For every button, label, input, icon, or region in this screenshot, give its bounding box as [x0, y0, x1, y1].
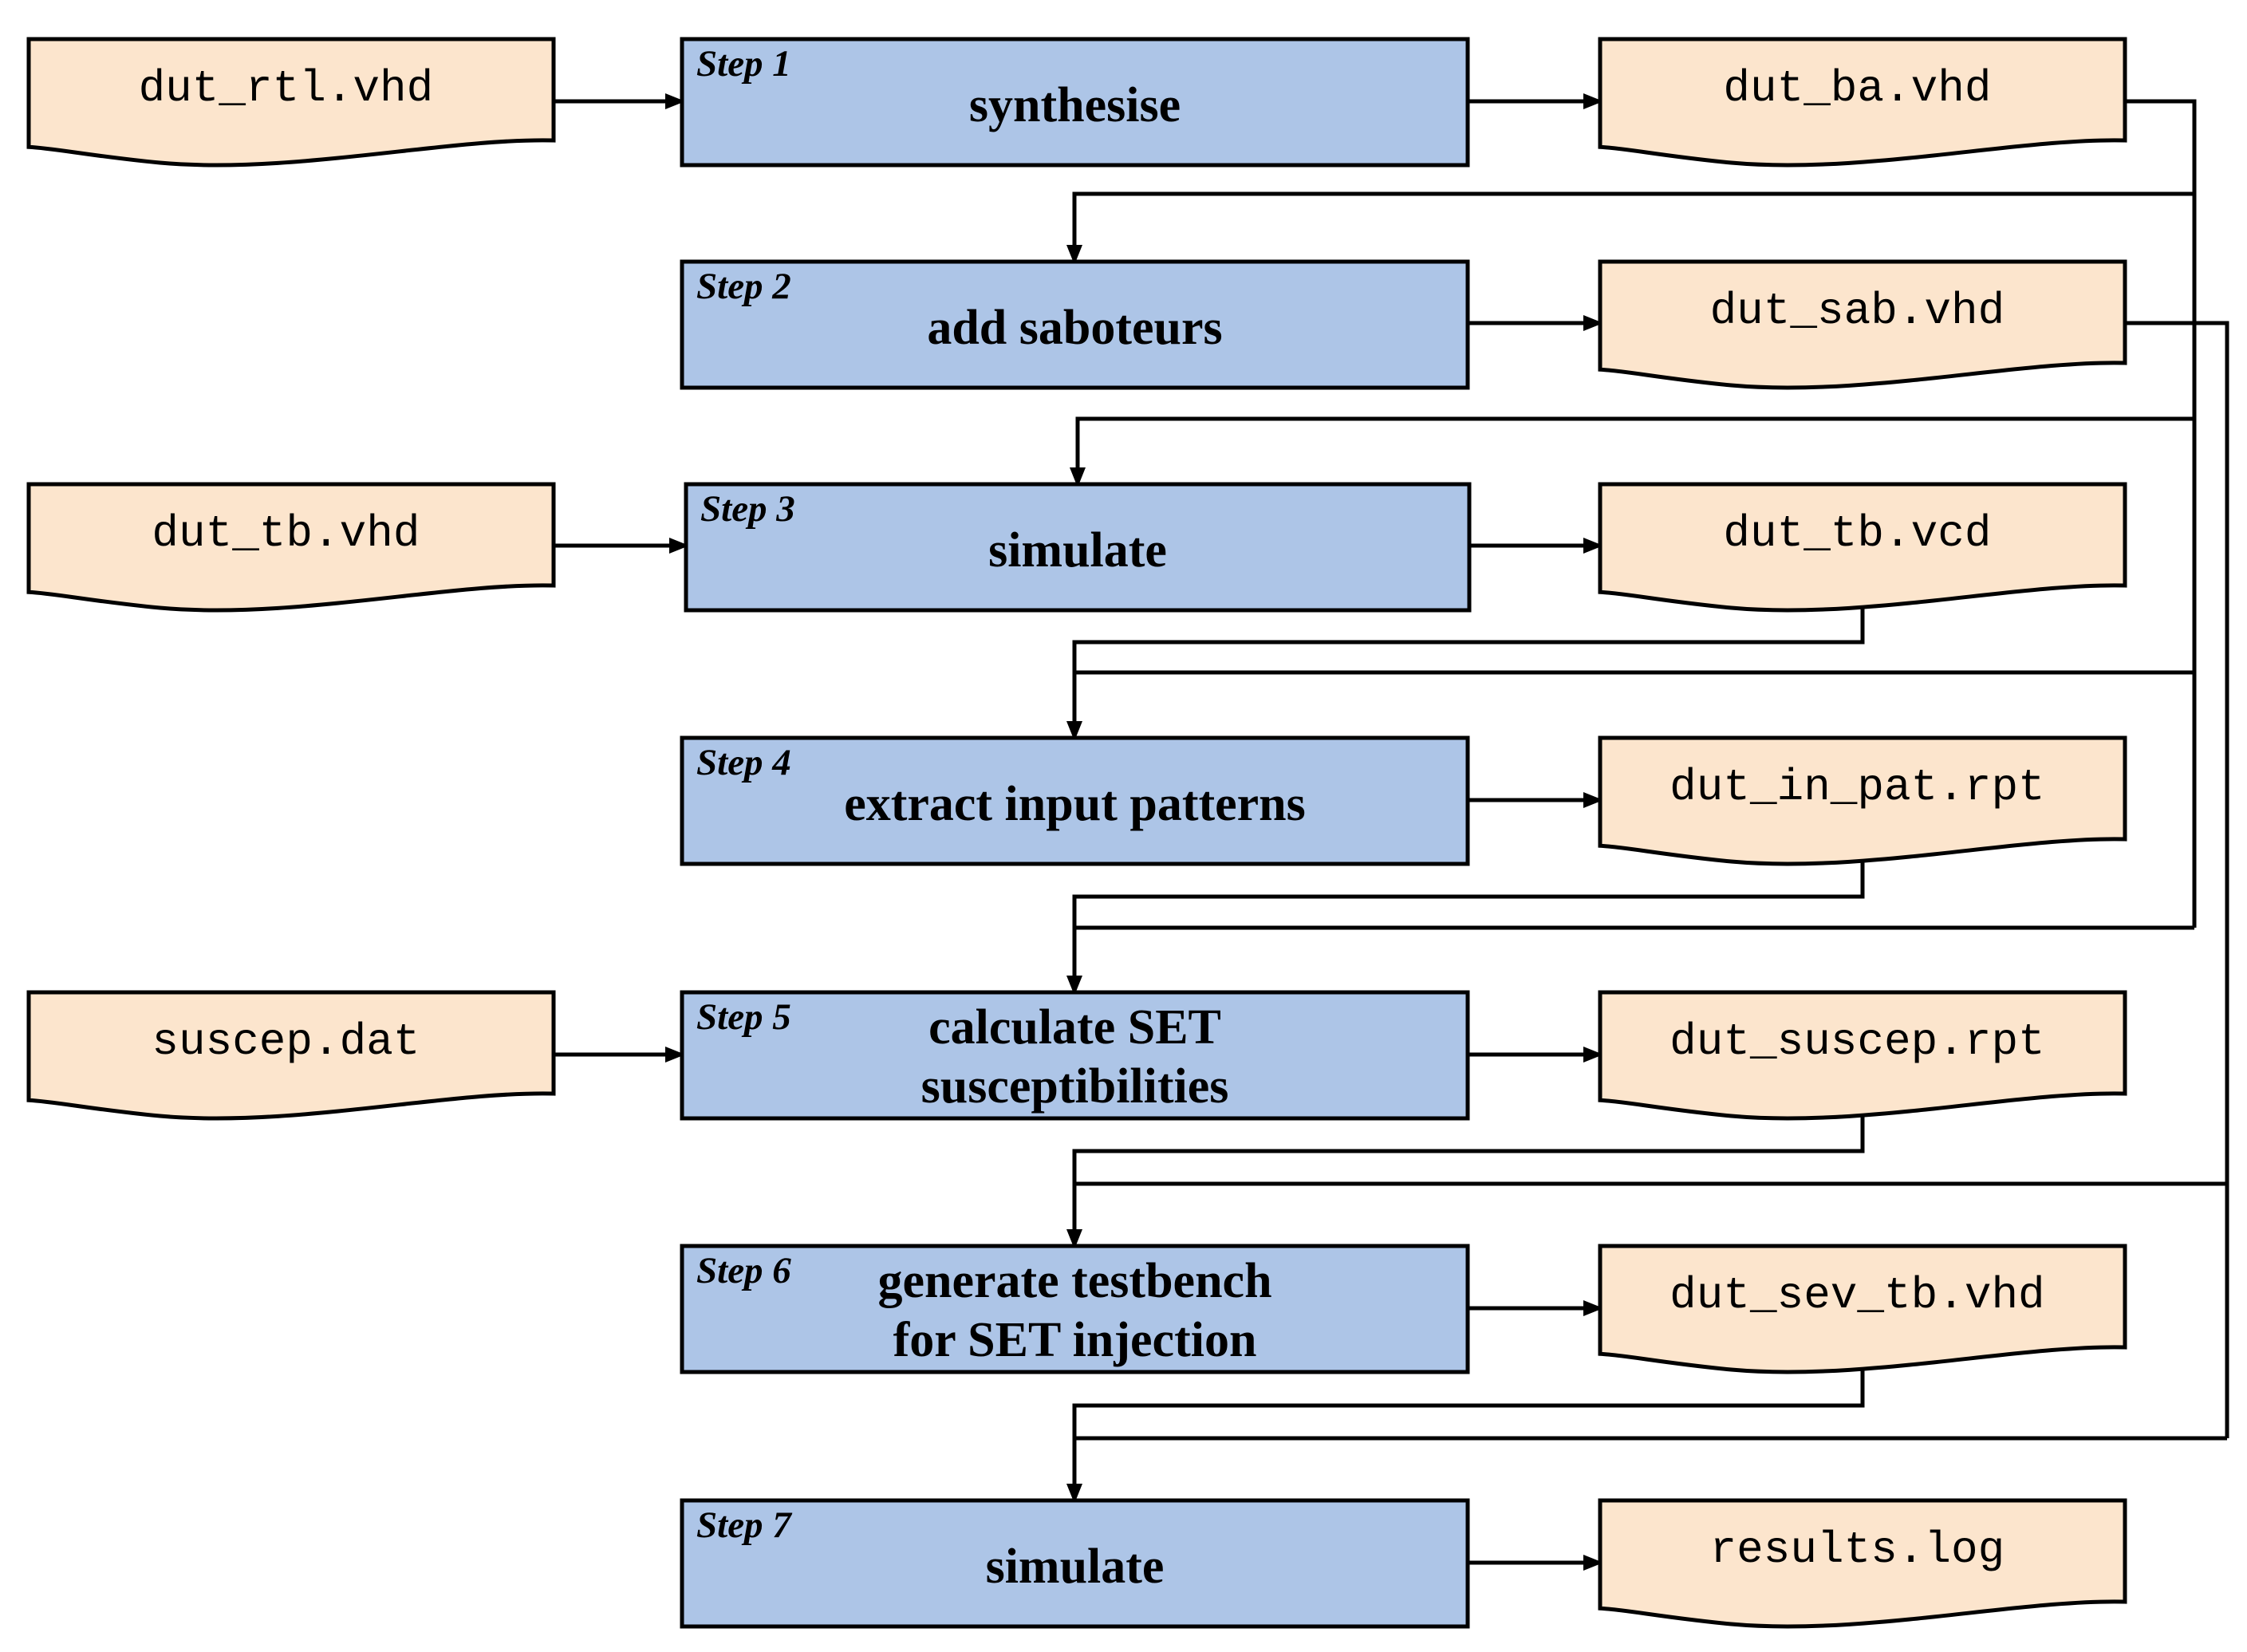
connectors — [554, 93, 2229, 1571]
document-label: results.log — [1710, 1524, 2005, 1575]
step-2-box: Step 2 add saboteurs — [680, 259, 1470, 390]
document-label: dut_sev_tb.vhd — [1669, 1270, 2044, 1321]
step-4-box: Step 4 extract input patterns — [680, 735, 1470, 866]
document-shape — [1598, 1244, 2127, 1374]
input-doc-1: dut_rtl.vhd — [26, 37, 556, 168]
output-doc-3: dut_tb.vcd — [1598, 482, 2127, 613]
feed-suscep-to-step-6 — [1066, 1116, 1865, 1250]
document-shape — [26, 37, 556, 168]
step-label-line-1: generate testbench — [877, 1254, 1271, 1308]
output-doc-2: dut_sab.vhd — [1598, 259, 2127, 390]
step-3-box: Step 3 simulate — [684, 482, 1472, 613]
document-shape — [1598, 990, 2127, 1121]
output-doc-5: dut_suscep.rpt — [1598, 990, 2127, 1121]
document-shape — [1598, 735, 2127, 866]
output-doc-6: dut_sev_tb.vhd — [1598, 1244, 2127, 1374]
document-shape — [1598, 482, 2127, 613]
document-label: dut_suscep.rpt — [1669, 1016, 2044, 1067]
step-label-line-2: for SET injection — [893, 1313, 1257, 1367]
document-label: dut_rtl.vhd — [139, 63, 434, 114]
document-label: dut_sab.vhd — [1710, 286, 2005, 337]
step-label-line-2: susceptibilities — [921, 1059, 1229, 1114]
step-label: add saboteurs — [927, 301, 1222, 355]
step-label: synthesise — [969, 78, 1181, 132]
document-shape — [1598, 1498, 2127, 1629]
document-shape — [1598, 259, 2127, 390]
step-box-rect — [680, 37, 1470, 168]
feed-sevtb-to-step-7 — [1066, 1370, 1865, 1504]
document-shape — [1598, 37, 2127, 168]
feed-dut-ba-to-step-3 — [1070, 416, 2194, 488]
feed-vcd-to-step-4 — [1066, 608, 1865, 742]
document-shape — [26, 482, 556, 613]
step-label: simulate — [986, 1540, 1165, 1594]
document-label: dut_tb.vcd — [1723, 508, 1991, 559]
step-tag: Step 2 — [696, 266, 791, 307]
document-label: dut_in_pat.rpt — [1669, 762, 2044, 813]
step-label-line-1: calculate SET — [928, 1000, 1221, 1055]
step-box-rect — [680, 259, 1470, 390]
input-doc-3: suscep.dat — [26, 990, 556, 1121]
step-box-rect — [680, 990, 1470, 1121]
feed-dut-ba-to-step-2 — [1066, 191, 2194, 266]
step-tag: Step 7 — [696, 1504, 793, 1546]
document-label: dut_ba.vhd — [1723, 63, 1991, 114]
step-tag: Step 1 — [696, 43, 791, 85]
document-shape — [26, 990, 556, 1121]
document-label: suscep.dat — [152, 1016, 420, 1067]
step-label: simulate — [988, 523, 1167, 578]
output-doc-7: results.log — [1598, 1498, 2127, 1629]
step-box-rect — [680, 1498, 1470, 1629]
step-box-rect — [684, 482, 1472, 613]
output-doc-4: dut_in_pat.rpt — [1598, 735, 2127, 866]
document-label: dut_tb.vhd — [152, 508, 420, 559]
step-label: extract input patterns — [844, 777, 1306, 831]
step-1-box: Step 1 synthesise — [680, 37, 1470, 168]
step-box-rect — [680, 1244, 1470, 1374]
step-tag: Step 4 — [696, 742, 791, 783]
bus-dut-ba — [2125, 99, 2197, 928]
step-tag: Step 3 — [700, 488, 795, 530]
step-7-box: Step 7 simulate — [680, 1498, 1470, 1629]
step-box-rect — [680, 735, 1470, 866]
step-tag: Step 6 — [696, 1250, 791, 1291]
step-tag: Step 5 — [696, 996, 791, 1038]
output-doc-1: dut_ba.vhd — [1598, 37, 2127, 168]
input-doc-2: dut_tb.vhd — [26, 482, 556, 613]
feed-inpat-to-step-5 — [1066, 861, 1865, 996]
bus-dut-sab — [2125, 321, 2229, 1438]
